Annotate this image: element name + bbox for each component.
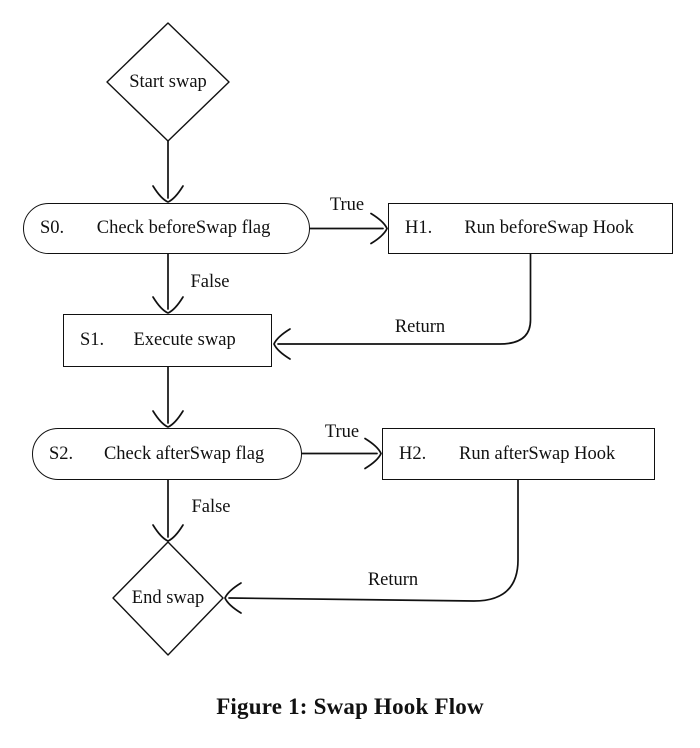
arrowhead-into-s0: [152, 185, 184, 203]
edge-label-false-1: False: [190, 272, 230, 292]
node-s2: S2. Check afterSwap flag: [32, 428, 302, 480]
arrowhead-into-s1-top: [152, 296, 184, 314]
node-s2-label: Check afterSwap flag: [103, 443, 265, 464]
figure-caption: Figure 1: Swap Hook Flow: [216, 694, 484, 719]
arrowhead-into-end-right: [224, 582, 242, 614]
node-s0: S0. Check beforeSwap flag: [23, 203, 310, 254]
node-s1-id: S1.: [80, 330, 105, 351]
edge-label-true-1: True: [329, 195, 365, 215]
node-end-label: End swap: [131, 587, 205, 608]
node-h2: H2. Run afterSwap Hook: [382, 428, 655, 480]
edge-label-false-2: False: [191, 497, 231, 517]
arrowhead-into-h1: [370, 212, 388, 245]
node-h2-id: H2.: [399, 443, 427, 464]
node-s2-id: S2.: [49, 443, 74, 464]
arrowhead-into-s2: [152, 410, 184, 428]
node-h1-id: H1.: [405, 218, 433, 239]
arrowhead-into-s1-right: [273, 328, 291, 360]
node-h1-label: Run beforeSwap Hook: [464, 218, 634, 239]
edge-h1-to-s1: [277, 253, 532, 345]
node-s1-label: Execute swap: [133, 330, 236, 351]
arrowhead-into-h2: [364, 437, 382, 470]
node-s0-id: S0.: [40, 218, 65, 239]
node-h2-label: Run afterSwap Hook: [459, 443, 616, 464]
edge-label-return-2: Return: [367, 570, 419, 590]
node-h1: H1. Run beforeSwap Hook: [388, 203, 673, 254]
edge-label-true-2: True: [324, 422, 360, 442]
edge-label-return-1: Return: [394, 317, 446, 337]
end-diamond-shape: [112, 541, 224, 656]
node-s1: S1. Execute swap: [63, 314, 272, 367]
node-start-label: Start swap: [129, 71, 207, 92]
edge-h2-to-end: [228, 479, 519, 602]
arrowhead-into-end-top: [152, 524, 184, 542]
node-s0-label: Check beforeSwap flag: [96, 218, 271, 239]
